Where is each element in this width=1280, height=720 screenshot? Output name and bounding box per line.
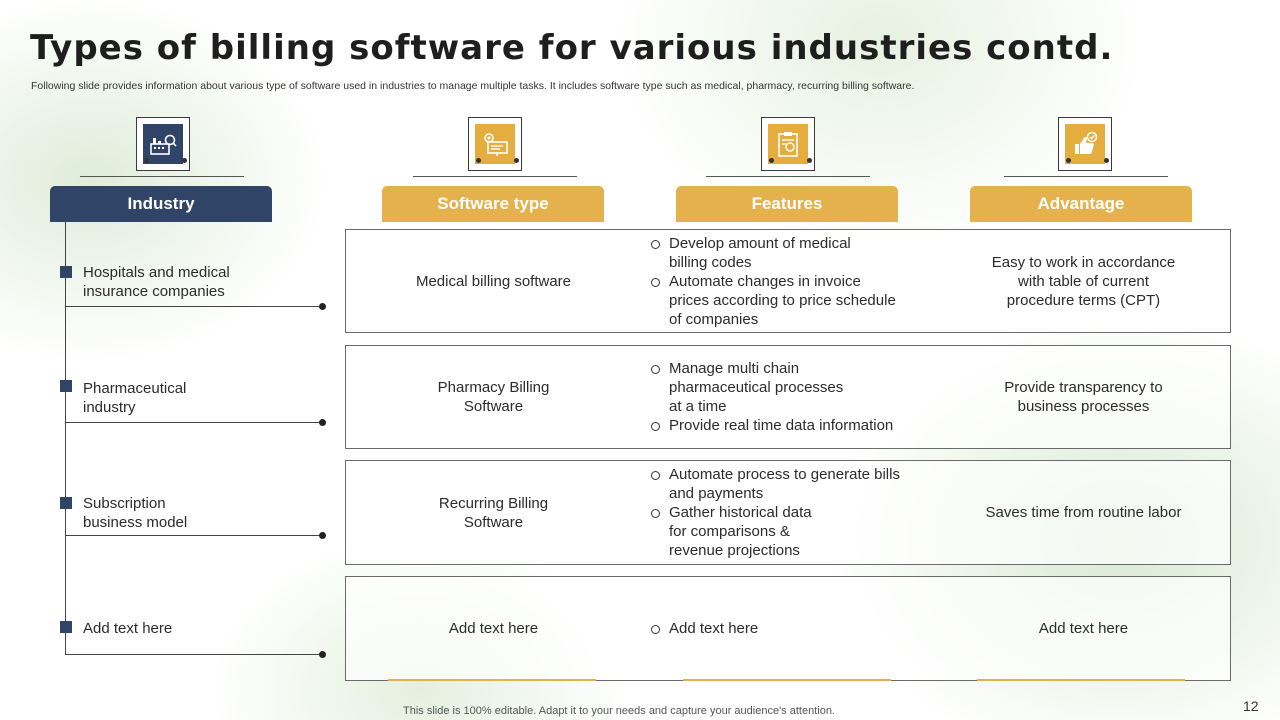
table-row: Add text here Add text here Add text her… [345,576,1231,681]
icon-underline [413,176,577,177]
software-type-cell: Add text here [448,620,539,637]
header-features: Features [676,186,898,222]
industry-timeline [65,222,66,655]
factory-icon-box [136,117,190,171]
advantage-cell: Saves time from routine labor [985,504,1182,521]
header-industry: Industry [50,186,272,222]
industry-connector-dot [319,419,326,426]
software-type-cell: Medical billing software [415,272,572,290]
connector-dot [476,158,481,163]
connector-dot [144,158,149,163]
industry-connector [65,306,322,307]
connector-dot [514,158,519,163]
icon-underline [1004,176,1168,177]
connector-dot [1066,158,1071,163]
thumbs-up-icon [1065,124,1105,164]
industry-connector [65,422,322,423]
feature-item: Add text here [649,619,939,638]
industry-connector-dot [319,651,326,658]
monitor-gear-icon [475,124,515,164]
icon-underline [80,176,244,177]
monitor-gear-icon-box [468,117,522,171]
page-number: 12 [1243,698,1259,714]
table-row: Medical billing software Develop amount … [345,229,1231,333]
industry-connector-dot [319,303,326,310]
header-software-type: Software type [382,186,604,222]
industry-bullet [60,266,72,278]
industry-connector [65,535,322,536]
connector-dot [1104,158,1109,163]
industry-bullet [60,497,72,509]
thumbs-up-icon-box [1058,117,1112,171]
advantage-cell: Add text here [1038,620,1129,637]
checklist-icon-box [761,117,815,171]
industry-bullet [60,380,72,392]
accent-line [388,679,596,681]
features-cell: Add text here [649,577,939,680]
connector-dot [807,158,812,163]
accent-line [977,679,1185,681]
industry-connector-dot [319,532,326,539]
slide-title: Types of billing software for various in… [30,28,1114,68]
connector-dot [769,158,774,163]
slide-subtitle: Following slide provides information abo… [31,80,915,92]
industry-bullet [60,621,72,633]
factory-icon [143,124,183,164]
checklist-icon [768,124,808,164]
connector-dot [182,158,187,163]
industry-label: Add text here [83,620,173,637]
accent-line [683,679,891,681]
header-advantage: Advantage [970,186,1192,222]
footer-note: This slide is 100% editable. Adapt it to… [403,705,835,717]
feature-item: Provide real time data information [649,416,939,435]
icon-underline [706,176,870,177]
industry-connector [65,654,322,655]
